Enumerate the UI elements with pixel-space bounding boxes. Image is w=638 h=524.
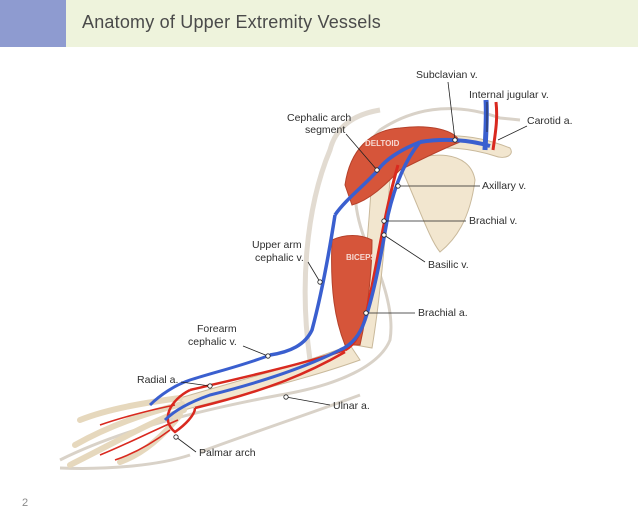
internal-jugular-vein-label: Internal jugular v.	[469, 89, 549, 101]
hand-bones	[67, 395, 187, 468]
forearm-cephalic-label-line2: cephalic v.	[188, 336, 237, 348]
palmar-arch-label: Palmar arch	[199, 447, 256, 459]
axillary-vein-label: Axillary v.	[482, 180, 526, 192]
internal-jugular-vein	[482, 99, 489, 151]
forearm-cephalic-label-line1: Forearm	[197, 323, 237, 335]
upper-arm-cephalic-label-line1: Upper arm	[252, 239, 302, 251]
cephalic-arch-marker	[374, 167, 380, 173]
upper-arm-cephalic-vein	[269, 214, 337, 357]
axillary-vein-marker	[395, 183, 401, 189]
ulnar-artery	[194, 350, 346, 410]
subclavian-vein-marker	[452, 137, 458, 143]
biceps-label: BICEPS	[346, 253, 376, 262]
upper-arm-cephalic-marker	[317, 279, 323, 285]
axillary-brachial-vein	[339, 140, 422, 352]
arm-anatomy-diagram: DELTOID BICEPS Subclavian v. Internal ju…	[59, 69, 573, 470]
arm-skin-outline	[59, 107, 521, 470]
digital-arteries	[99, 404, 179, 461]
ulnar-artery-label: Ulnar a.	[333, 400, 370, 412]
upper-arm-cephalic-label-line2: cephalic v.	[255, 252, 304, 264]
cephalic-arch-label-line1: Cephalic arch	[287, 112, 351, 124]
basilic-vein-marker	[381, 232, 387, 238]
forearm-cephalic-marker	[265, 353, 271, 359]
forearm-cephalic-vein	[148, 353, 271, 407]
brachial-artery-marker	[363, 310, 369, 316]
cephalic-arch-label-line2: segment	[305, 124, 345, 136]
subclavian-vein-label: Subclavian v.	[416, 69, 478, 81]
carotid-artery-label: Carotid a.	[527, 115, 573, 127]
brachial-vein-marker	[381, 218, 387, 224]
ulnar-artery-marker	[283, 394, 289, 400]
brachial-vein-label: Brachial v.	[469, 215, 517, 227]
scapula-bone	[399, 154, 476, 253]
palmar-arch-artery	[166, 388, 197, 434]
radial-artery-label: Radial a.	[137, 374, 178, 386]
header-accent-block	[0, 0, 66, 47]
page-number: 2	[22, 497, 29, 509]
palmar-arch-marker	[173, 434, 179, 440]
basilic-vein-label: Basilic v.	[428, 259, 469, 271]
brachial-artery-label: Brachial a.	[418, 307, 468, 319]
forearm-basilic-vein	[163, 348, 341, 422]
carotid-artery	[491, 101, 499, 151]
deltoid-label: DELTOID	[365, 139, 400, 148]
upper-arm-outline	[302, 107, 381, 361]
slide-header: Anatomy of Upper Extremity Vessels	[0, 0, 638, 47]
slide-title: Anatomy of Upper Extremity Vessels	[82, 12, 381, 32]
radial-artery-marker	[207, 383, 213, 389]
